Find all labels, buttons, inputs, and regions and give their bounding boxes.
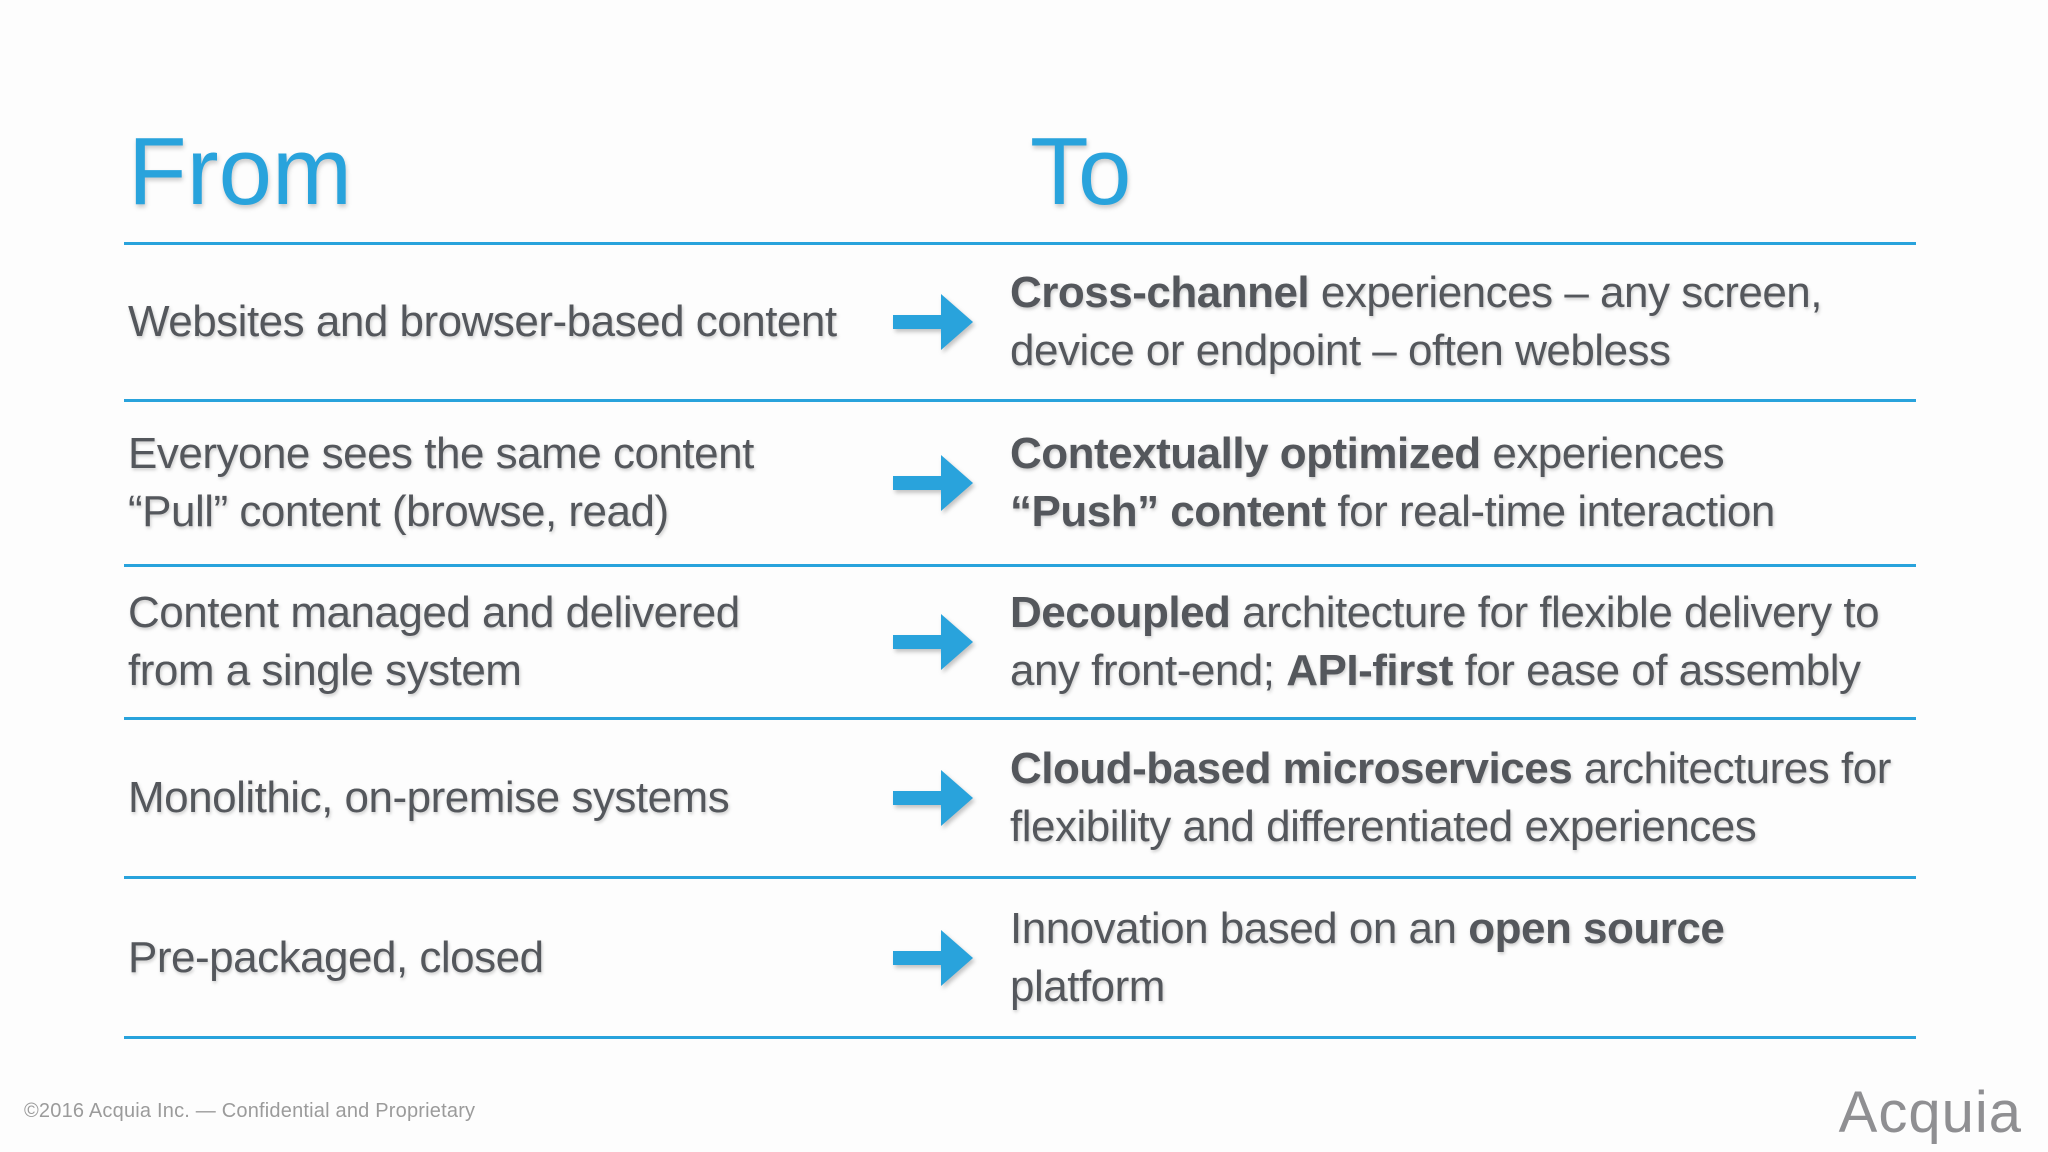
from-cell: Monolithic, on-premise systems: [128, 769, 730, 827]
from-cell: Websites and browser-based content: [128, 293, 837, 351]
text-line: “Pull” content (browse, read): [128, 487, 669, 536]
acquia-logo: Acquia: [1838, 1080, 2022, 1145]
text-line: Websites and browser-based content: [128, 297, 837, 346]
to-cell: Cross-channel experiences – any screen, d…: [1010, 264, 1822, 380]
to-cell: Decoupled architecture for flexible deli…: [1010, 584, 1880, 700]
text-line: any front-end; API-first for ease of ass…: [1010, 646, 1861, 695]
table-row: Monolithic, on-premise systems Cloud-bas…: [124, 720, 1916, 879]
text-line: device or endpoint – often webless: [1010, 326, 1671, 375]
text-line: flexibility and differentiated experienc…: [1010, 802, 1757, 851]
to-cell: Contextually optimized experiences “Push”…: [1010, 425, 1775, 541]
text-line: Cross-channel experiences – any screen,: [1010, 268, 1822, 317]
text-line: Cloud-based microservices architectures …: [1010, 744, 1891, 793]
right-arrow-icon: [893, 608, 973, 676]
text-line: from a single system: [128, 646, 522, 695]
table-row: Everyone sees the same content “Pull” con…: [124, 402, 1916, 567]
right-arrow-icon: [893, 764, 973, 832]
from-cell: Content managed and delivered from a sing…: [128, 584, 740, 700]
table-row: Pre-packaged, closed Innovation based on…: [124, 879, 1916, 1039]
to-column-header: To: [1030, 118, 1132, 225]
text-line: Pre-packaged, closed: [128, 932, 544, 982]
from-cell: Pre-packaged, closed: [128, 929, 544, 987]
right-arrow-icon: [893, 924, 973, 992]
from-to-comparison-table: From To Websites and browser-based conte…: [124, 0, 1916, 1039]
table-row: Websites and browser-based content Cross…: [124, 245, 1916, 402]
text-line: Innovation based on an open source: [1010, 903, 1725, 953]
text-line: Everyone sees the same content: [128, 429, 754, 478]
to-cell: Cloud-based microservices architectures …: [1010, 740, 1891, 856]
text-line: Content managed and delivered: [128, 588, 740, 637]
right-arrow-icon: [893, 288, 973, 356]
to-cell: Innovation based on an open source platfo…: [1010, 900, 1725, 1016]
from-cell: Everyone sees the same content “Pull” con…: [128, 425, 754, 541]
text-line: Monolithic, on-premise systems: [128, 773, 730, 822]
from-column-header: From: [128, 118, 352, 225]
text-line: platform: [1010, 961, 1165, 1011]
table-header: From To: [124, 0, 1916, 245]
table-row: Content managed and delivered from a sing…: [124, 567, 1916, 720]
text-line: Decoupled architecture for flexible deli…: [1010, 588, 1880, 637]
copyright-notice: ©2016 Acquia Inc. — Confidential and Pro…: [24, 1100, 476, 1122]
text-line: Contextually optimized experiences: [1010, 429, 1725, 478]
text-line: “Push” content for real-time interaction: [1010, 487, 1775, 536]
right-arrow-icon: [893, 449, 973, 517]
comparison-table-body: Websites and browser-based content Cross…: [124, 245, 1916, 1039]
